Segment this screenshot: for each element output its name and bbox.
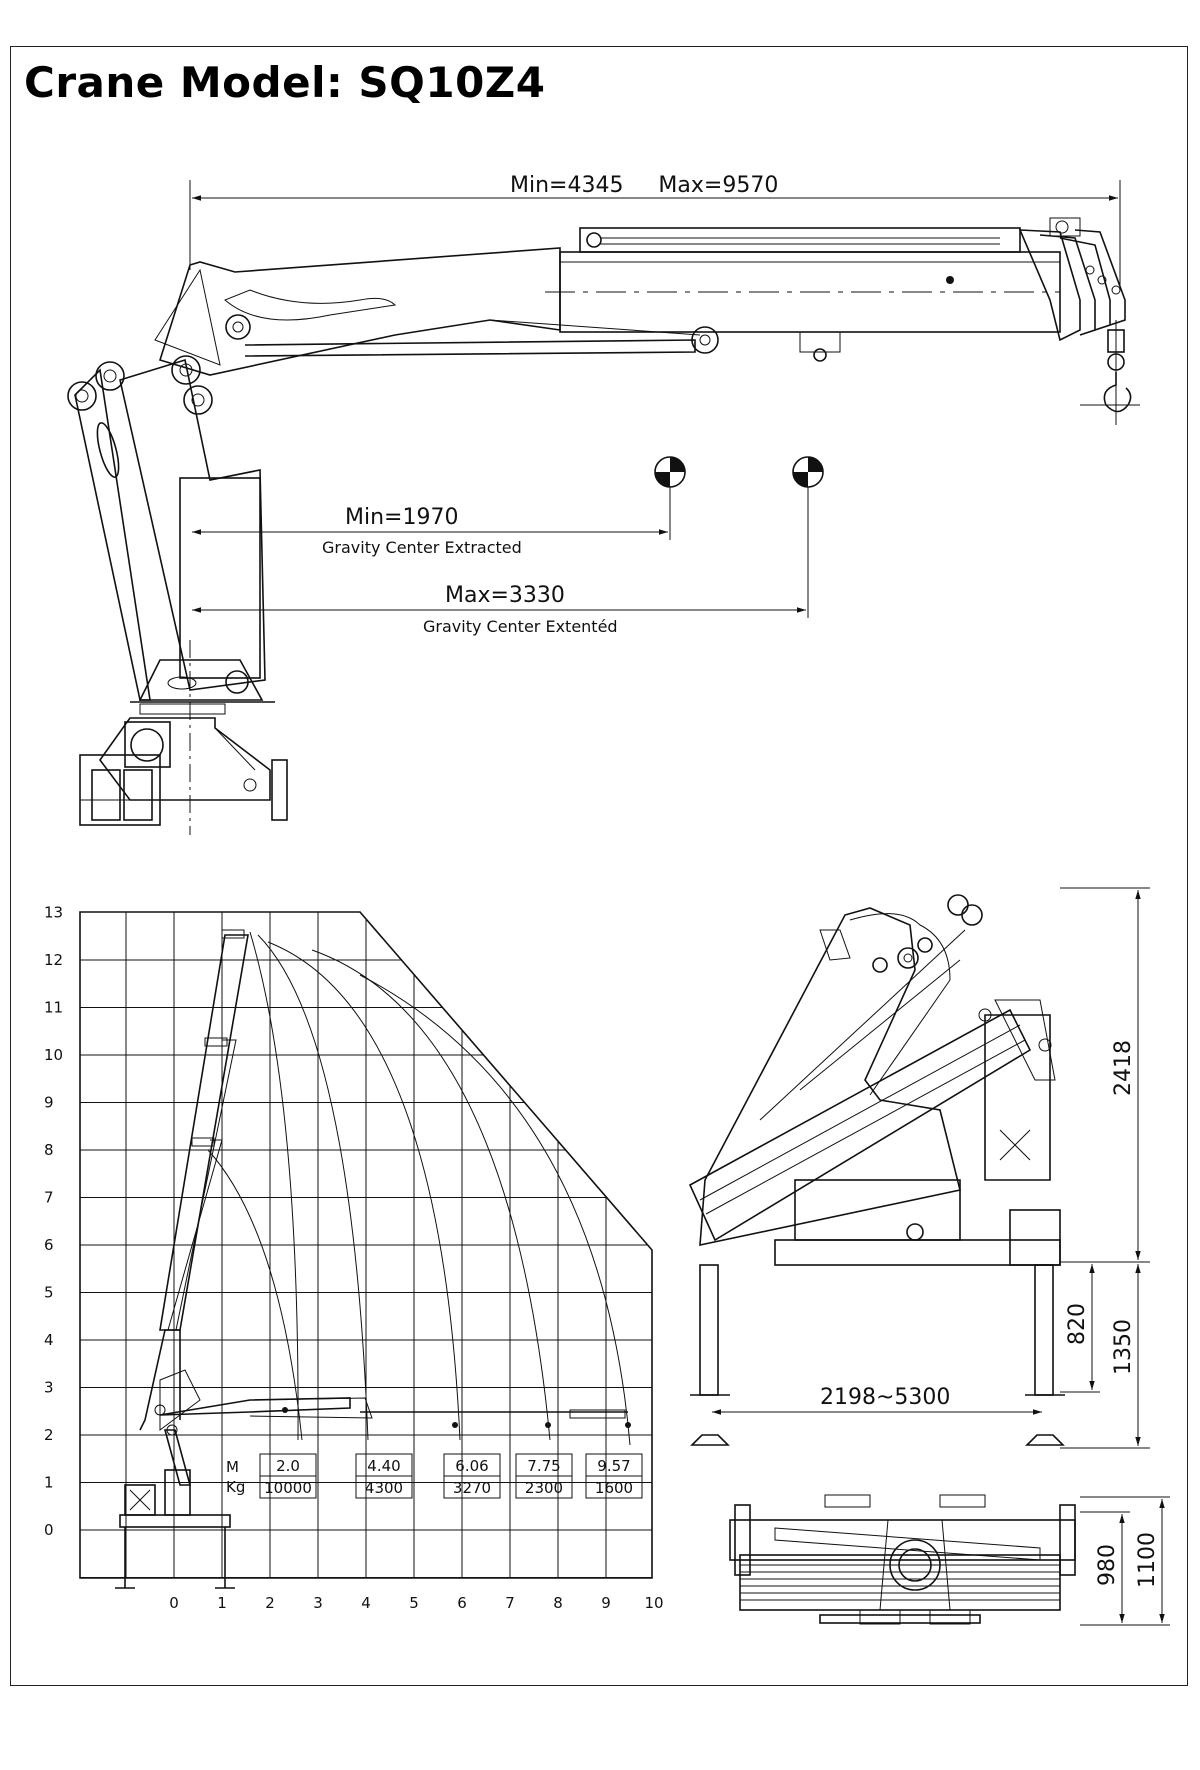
y-tick-label: 1 xyxy=(44,1474,54,1492)
load-chart-crane xyxy=(115,929,373,1589)
page-title: Crane Model: SQ10Z4 xyxy=(24,58,546,107)
side-view: Min=4345 Max=9570 xyxy=(67,173,1140,835)
gravity-center-extracted-marker xyxy=(654,456,686,540)
drawing-frame xyxy=(10,46,1188,1686)
load-table-weight: 1600 xyxy=(595,1479,633,1497)
x-tick-label: 7 xyxy=(505,1594,515,1612)
y-tick-label: 11 xyxy=(44,999,63,1017)
x-tick-label: 8 xyxy=(553,1594,563,1612)
x-tick-label: 4 xyxy=(361,1594,371,1612)
load-table-weight: 3270 xyxy=(453,1479,491,1497)
load-table-column: 4.40 4300 xyxy=(355,1453,413,1499)
y-tick-label: 4 xyxy=(44,1331,54,1349)
working-range-curves xyxy=(207,931,631,1446)
y-tick-label: 9 xyxy=(44,1094,54,1112)
gravity-extended-value: Max=3330 xyxy=(445,583,565,608)
y-tick-label: 10 xyxy=(44,1046,63,1064)
load-table-radius: 6.06 xyxy=(455,1457,488,1475)
top-view: 980 1100 xyxy=(729,1494,1170,1626)
load-table: 2.0 10000 4.40 4300 6.06 3270 7.75 2300 9.57 1600 xyxy=(259,1453,643,1499)
crane-column xyxy=(67,355,288,835)
gravity-center-extended-marker xyxy=(792,456,824,618)
x-tick-label: 6 xyxy=(457,1594,467,1612)
gravity-extended-caption: Gravity Center Extentéd xyxy=(423,617,618,636)
load-table-column: 9.57 1600 xyxy=(585,1453,643,1499)
leg-label: 820 xyxy=(1065,1303,1090,1345)
load-table-weight-cell xyxy=(515,1475,573,1499)
unit-kg-label: Kg xyxy=(226,1478,245,1496)
load-table-weight-cell xyxy=(443,1475,501,1499)
load-table-weight: 10000 xyxy=(264,1479,312,1497)
load-table-weight-cell xyxy=(259,1475,317,1499)
load-table-weight: 2300 xyxy=(525,1479,563,1497)
load-table-radius: 4.40 xyxy=(367,1457,400,1475)
y-tick-label: 12 xyxy=(44,951,63,969)
load-table-radius: 7.75 xyxy=(527,1457,560,1475)
gravity-extracted-value: Min=1970 xyxy=(345,505,458,530)
y-tick-label: 5 xyxy=(44,1284,54,1302)
top-view-boom-sections xyxy=(739,1554,1061,1611)
load-table-column: 6.06 3270 xyxy=(443,1453,501,1499)
main-boom xyxy=(154,217,1140,425)
width-inner-label: 980 xyxy=(1095,1544,1120,1586)
base-height-label: 1350 xyxy=(1111,1319,1136,1375)
load-table-column: 2.0 10000 xyxy=(259,1453,317,1499)
y-tick-label: 8 xyxy=(44,1141,54,1159)
y-tick-label: 13 xyxy=(44,904,63,922)
x-tick-label: 0 xyxy=(169,1594,179,1612)
boom-length-label: Min=4345 Max=9570 xyxy=(510,173,778,198)
x-tick-label: 9 xyxy=(601,1594,611,1612)
y-tick-label: 2 xyxy=(44,1426,54,1444)
span-label: 2198~5300 xyxy=(820,1385,950,1410)
x-tick-label: 10 xyxy=(644,1594,663,1612)
height-label: 2418 xyxy=(1111,1040,1136,1096)
width-outer-label: 1100 xyxy=(1135,1532,1160,1588)
y-tick-label: 0 xyxy=(44,1521,54,1539)
front-view: 2198~5300 2418 820 1350 xyxy=(688,887,1150,1449)
unit-m-label: M xyxy=(226,1458,239,1476)
y-tick-label: 7 xyxy=(44,1189,54,1207)
x-tick-label: 1 xyxy=(217,1594,227,1612)
load-table-weight-cell xyxy=(355,1475,413,1499)
load-chart-x-ticks: 0 1 2 3 4 5 6 7 8 9 10 xyxy=(169,1594,663,1612)
load-table-radius: 9.57 xyxy=(597,1457,630,1475)
gravity-extracted-caption: Gravity Center Extracted xyxy=(322,538,522,557)
y-tick-label: 6 xyxy=(44,1236,54,1254)
load-table-weight: 4300 xyxy=(365,1479,403,1497)
load-table-column: 7.75 2300 xyxy=(515,1453,573,1499)
x-tick-label: 5 xyxy=(409,1594,419,1612)
x-tick-label: 3 xyxy=(313,1594,323,1612)
y-tick-label: 3 xyxy=(44,1379,54,1397)
extended-boom-lines xyxy=(360,1409,631,1428)
load-table-radius: 2.0 xyxy=(276,1457,300,1475)
x-tick-label: 2 xyxy=(265,1594,275,1612)
load-table-weight-cell xyxy=(585,1475,643,1499)
